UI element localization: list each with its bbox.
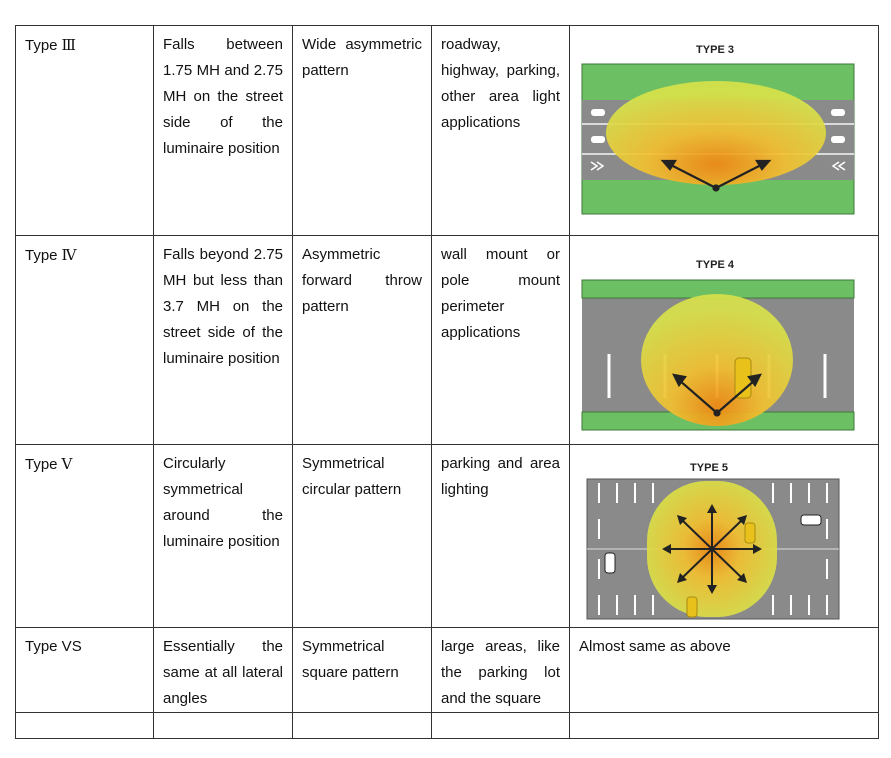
- type3-diagram: TYPE 3: [581, 44, 855, 215]
- table-row: [15, 712, 879, 739]
- type5-diagram: TYPE 5: [586, 462, 840, 620]
- description-cell: Circularly symmetrical around the lumina…: [153, 444, 293, 628]
- description-cell: Falls between 1.75 MH and 2.75 MH on the…: [153, 25, 293, 236]
- figure-cell: TYPE 3: [569, 25, 879, 236]
- arrow-icon: [667, 509, 757, 589]
- applications-cell: large areas, like the parking lot and th…: [431, 627, 570, 713]
- car-icon: [800, 514, 822, 526]
- light-pattern: [641, 294, 793, 426]
- pattern-cell: Asymmetric forward throw pattern: [292, 235, 432, 445]
- pattern-cell: Symmetrical square pattern: [292, 627, 432, 713]
- figure-note-cell: Almost same as above: [569, 627, 879, 713]
- parking-lines: [598, 483, 828, 615]
- type-numeral: Ⅳ: [61, 246, 77, 264]
- car-icon: [686, 596, 698, 618]
- applications-cell: parking and area lighting: [431, 444, 570, 628]
- empty-cell: [292, 712, 432, 739]
- type-prefix: Type VS: [25, 638, 82, 655]
- figure-title: TYPE 5: [690, 462, 728, 474]
- car-icon: [591, 109, 845, 143]
- figure-title: TYPE 4: [696, 259, 735, 271]
- figure-cell: TYPE 5: [569, 444, 879, 628]
- pattern-cell: Wide asymmetric pattern: [292, 25, 432, 236]
- description-cell: Falls beyond 2.75 MH but less than 3.7 M…: [153, 235, 293, 445]
- type-numeral: Ⅴ: [61, 455, 73, 473]
- car-icon: [604, 552, 616, 574]
- figure-cell: TYPE 4: [569, 235, 879, 445]
- applications-cell: roadway, highway, parking, other area li…: [431, 25, 570, 236]
- type-prefix: Type: [25, 37, 58, 54]
- light-pattern: [606, 81, 826, 185]
- empty-cell: [153, 712, 293, 739]
- arrow-icon: [672, 373, 762, 417]
- empty-cell: [431, 712, 570, 739]
- car-icon: [744, 522, 756, 544]
- type-numeral: Ⅲ: [61, 36, 76, 54]
- arrow-icon: [660, 159, 772, 192]
- type-prefix: Type: [25, 247, 58, 264]
- empty-cell: [569, 712, 879, 739]
- type-cell: Type VS: [15, 627, 154, 713]
- description-cell: Essentially the same at all lateral angl…: [153, 627, 293, 713]
- arrow-heads: [662, 504, 762, 594]
- type-prefix: Type: [25, 456, 58, 473]
- applications-cell: wall mount or pole mount perimeter appli…: [431, 235, 570, 445]
- type4-diagram: TYPE 4: [581, 259, 855, 431]
- lane-arrow-icon: [590, 161, 846, 171]
- table-row: Type VS Essentially the same at all late…: [15, 627, 879, 713]
- pattern-cell: Symmetrical circular pattern: [292, 444, 432, 628]
- figure-title: TYPE 3: [696, 44, 734, 56]
- empty-cell: [15, 712, 154, 739]
